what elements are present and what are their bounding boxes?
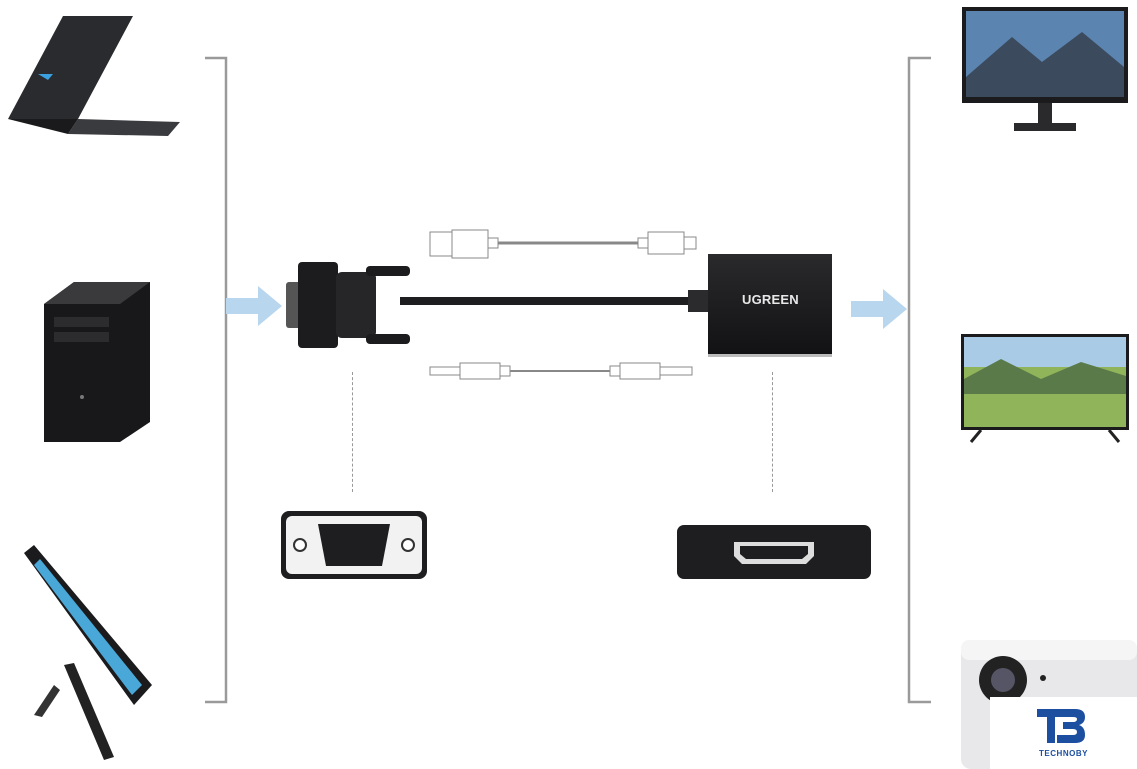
arrow-right-icon xyxy=(851,289,907,329)
all-in-one-monitor-icon xyxy=(24,545,152,760)
desktop-tower-icon xyxy=(44,282,150,442)
monitor-icon xyxy=(962,7,1128,131)
source-devices-bracket xyxy=(205,56,228,704)
display-devices-bracket xyxy=(907,56,931,704)
tb-monogram-icon xyxy=(1037,709,1085,743)
vga-port-icon xyxy=(281,511,427,579)
cable-strain-relief xyxy=(688,290,712,312)
tv-icon xyxy=(961,334,1129,443)
ugreen-adapter xyxy=(708,254,832,357)
technoby-logo-text: TECHNOBY xyxy=(1039,749,1088,758)
usb-power-cable xyxy=(429,229,697,259)
vga-cable xyxy=(400,297,695,305)
adapter-brand-label: UGREEN xyxy=(742,292,799,307)
vga-dashed-guide xyxy=(352,372,353,492)
hdmi-port-icon xyxy=(677,525,871,579)
hdmi-dashed-guide xyxy=(772,372,773,492)
laptop-icon xyxy=(8,16,180,136)
vga-connector xyxy=(286,262,410,348)
technoby-logo: TECHNOBY xyxy=(990,697,1137,769)
arrow-right-icon xyxy=(226,286,282,326)
audio-aux-cable xyxy=(429,362,693,380)
